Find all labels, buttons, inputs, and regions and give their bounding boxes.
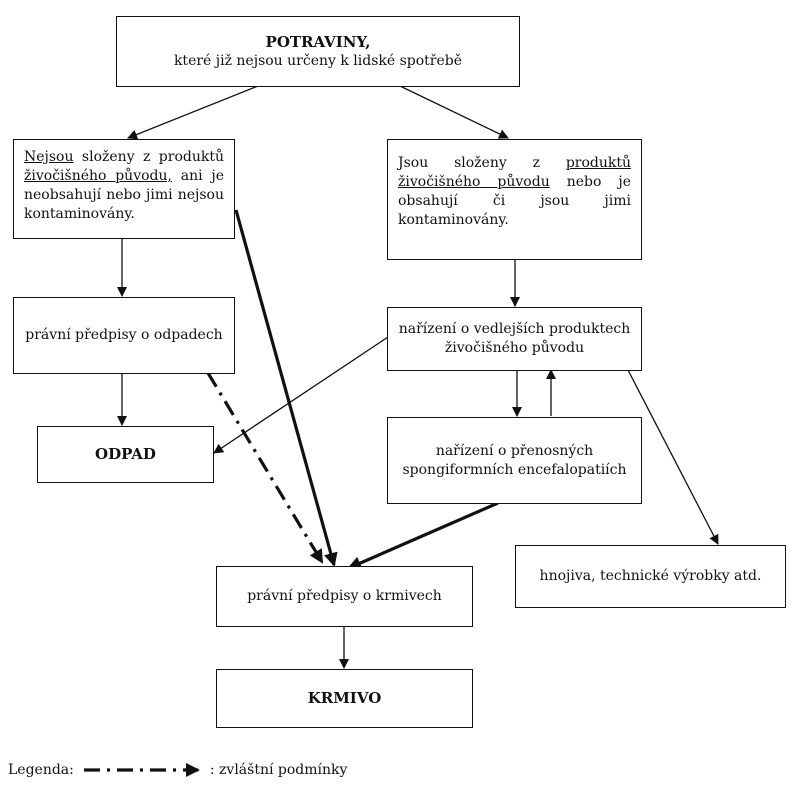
waste-box: ODPAD: [37, 426, 214, 483]
arrow-top-to-right: [399, 85, 509, 139]
non-animal-text-1: složeny z produktů: [73, 149, 224, 165]
feed-rules-box: právní předpisy o krmivech: [216, 566, 473, 627]
non-animal-lead: Nejsou: [24, 149, 74, 165]
abp-regulation-label: nařízení o vedlejších produktech živočiš…: [398, 321, 631, 356]
legend-label: Legenda:: [8, 762, 74, 778]
waste-label: ODPAD: [95, 445, 156, 463]
tse-regulation-label: nařízení o přenosných spongiformních enc…: [402, 442, 627, 478]
fertilizers-label: hnojiva, technické výrobky atd.: [539, 568, 762, 584]
animal-text-1: Jsou složeny z: [398, 155, 566, 171]
non-animal-origin-box: Nejsou složeny z produktů živočišného pů…: [13, 139, 235, 239]
non-animal-text-2: ani je neobsahují nebo jimi nejsou konta…: [24, 168, 224, 222]
feed-label: KRMIVO: [307, 689, 382, 707]
feed-box: KRMIVO: [216, 669, 473, 728]
food-subtitle: které již nejsou určeny k lidské spotřeb…: [173, 52, 463, 69]
arrow-left-to-feed-rules: [234, 209, 338, 567]
animal-text-2: nebo je obsahují či jsou jimi kontaminov…: [398, 174, 631, 228]
tse-regulation-box: nařízení o přenosných spongiformních enc…: [387, 417, 642, 504]
fertilizers-box: hnojiva, technické výrobky atd.: [515, 545, 786, 608]
food-title: POTRAVINY,: [265, 32, 371, 51]
arrow-top-to-left: [127, 85, 259, 140]
waste-rules-label: právní předpisy o odpadech: [25, 327, 223, 343]
arrow-tse-to-feed-rules: [347, 501, 499, 570]
abp-regulation-box: nařízení o vedlejších produktech živočiš…: [387, 307, 642, 371]
arrow-waste-rules-to-feed-rules-dashdot: [206, 372, 324, 564]
feed-rules-label: právní předpisy o krmivech: [247, 588, 442, 604]
arrow-abp-to-fertilizers: [627, 369, 719, 545]
legend-dashdot-arrow-icon: [83, 763, 200, 777]
arrow-abp-to-waste: [213, 336, 389, 454]
food-box: POTRAVINY, které již nejsou určeny k lid…: [116, 16, 520, 87]
animal-underlined: produktů živočišného původu: [398, 155, 631, 190]
waste-rules-box: právní předpisy o odpadech: [13, 297, 235, 374]
non-animal-underlined: živočišného původu,: [24, 168, 172, 184]
legend-text: : zvláštní podmínky: [209, 762, 348, 778]
legend: Legenda: : zvláštní podmínky: [8, 762, 347, 778]
animal-origin-box: Jsou složeny z produktů živočišného půvo…: [387, 139, 642, 260]
